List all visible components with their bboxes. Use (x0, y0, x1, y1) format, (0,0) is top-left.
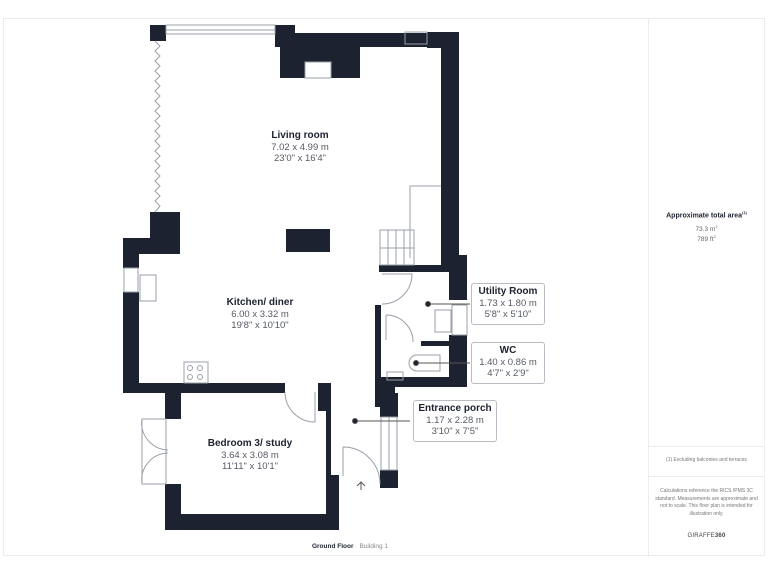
room-callout-entrance: Entrance porch 1.17 x 2.28 m 3'10" x 7'5… (413, 400, 497, 442)
windows-doors (123, 24, 468, 485)
room-callout-wc: WC 1.40 x 0.86 m 4'7" x 2'9" (471, 342, 545, 384)
floor-plan-drawing (123, 24, 470, 530)
total-area-ft2: 789 ft2 (697, 234, 716, 244)
walls (123, 25, 467, 530)
room-label-living: Living room 7.02 x 4.99 m 23'0" x 16'4" (271, 130, 329, 165)
page-frame (3, 18, 765, 556)
sidebar-divider (648, 476, 765, 477)
area-footnote: (1) Excluding balconies and terraces (666, 457, 747, 463)
total-area-m2: 73.3 m2 (695, 224, 718, 234)
info-sidebar (648, 18, 765, 556)
room-label-bedroom: Bedroom 3/ study 3.64 x 3.08 m 11'11" x … (207, 438, 293, 473)
entrance-arrow-icon (356, 481, 366, 490)
brand-logo: GIRAFFE360 (687, 533, 726, 539)
total-area-title: Approximate total area(1) (666, 210, 747, 220)
callout-leaders (352, 301, 470, 424)
room-label-kitchen: Kitchen/ diner 6.00 x 3.32 m 19'8" x 10'… (226, 297, 294, 332)
disclaimer-text: Calculations reference the RICS IPMS 3C … (655, 488, 758, 517)
room-callout-utility: Utility Room 1.73 x 1.80 m 5'8" x 5'10" (471, 283, 545, 325)
sidebar-divider (648, 446, 765, 447)
